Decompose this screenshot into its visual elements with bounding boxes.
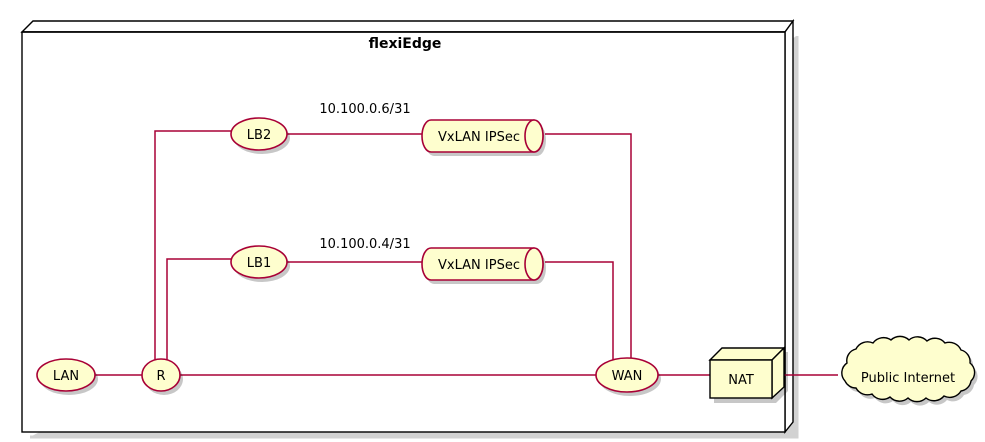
node-nat[interactable]: NAT <box>708 346 788 403</box>
node-lan[interactable]: LAN <box>36 358 98 395</box>
container-top-face <box>20 20 795 33</box>
edge-label-lb1-subnet: 10.100.0.4/31 <box>319 237 410 252</box>
wan-label: WAN <box>612 369 643 384</box>
r-label: R <box>156 369 165 384</box>
r-ellipse <box>141 358 181 392</box>
lb2-label: LB2 <box>247 128 271 143</box>
container-title: flexiEdge <box>369 36 442 52</box>
node-lb2[interactable]: LB2 <box>230 117 290 154</box>
link-r-lb1 <box>166 258 231 362</box>
node-wan[interactable]: WAN <box>595 357 661 396</box>
lb2-ellipse <box>230 117 288 151</box>
wan-ellipse <box>595 357 659 393</box>
internet-label: Public Internet <box>861 371 955 386</box>
nat-label: NAT <box>728 373 754 388</box>
node-r[interactable]: R <box>141 358 183 395</box>
edge-label-lb2-subnet: 10.100.0.6/31 <box>319 102 410 117</box>
queue-bottom-label: VxLAN IPSec <box>438 258 520 273</box>
node-queue-vxlan-ipsec-bottom[interactable]: VxLAN IPSec <box>421 247 546 284</box>
link-r-lb2 <box>154 130 231 362</box>
link-group <box>95 130 838 376</box>
queue-top-cap <box>524 119 544 153</box>
node-queue-vxlan-ipsec-top[interactable]: VxLAN IPSec <box>421 119 546 156</box>
lb1-ellipse <box>230 245 288 279</box>
container-front-face <box>21 31 786 433</box>
lan-ellipse <box>36 358 96 392</box>
node-lb1[interactable]: LB1 <box>230 245 290 282</box>
lb1-label: LB1 <box>247 256 271 271</box>
link-queue1-wan <box>545 261 614 362</box>
node-public-internet[interactable]: Public Internet <box>841 335 978 406</box>
queue-bottom-cap <box>524 247 544 281</box>
nat-front-face <box>709 359 773 399</box>
queue-top-label: VxLAN IPSec <box>438 130 520 145</box>
link-queue2-wan <box>545 133 632 362</box>
lan-label: LAN <box>53 369 79 384</box>
internet-cloud-body <box>841 335 976 403</box>
